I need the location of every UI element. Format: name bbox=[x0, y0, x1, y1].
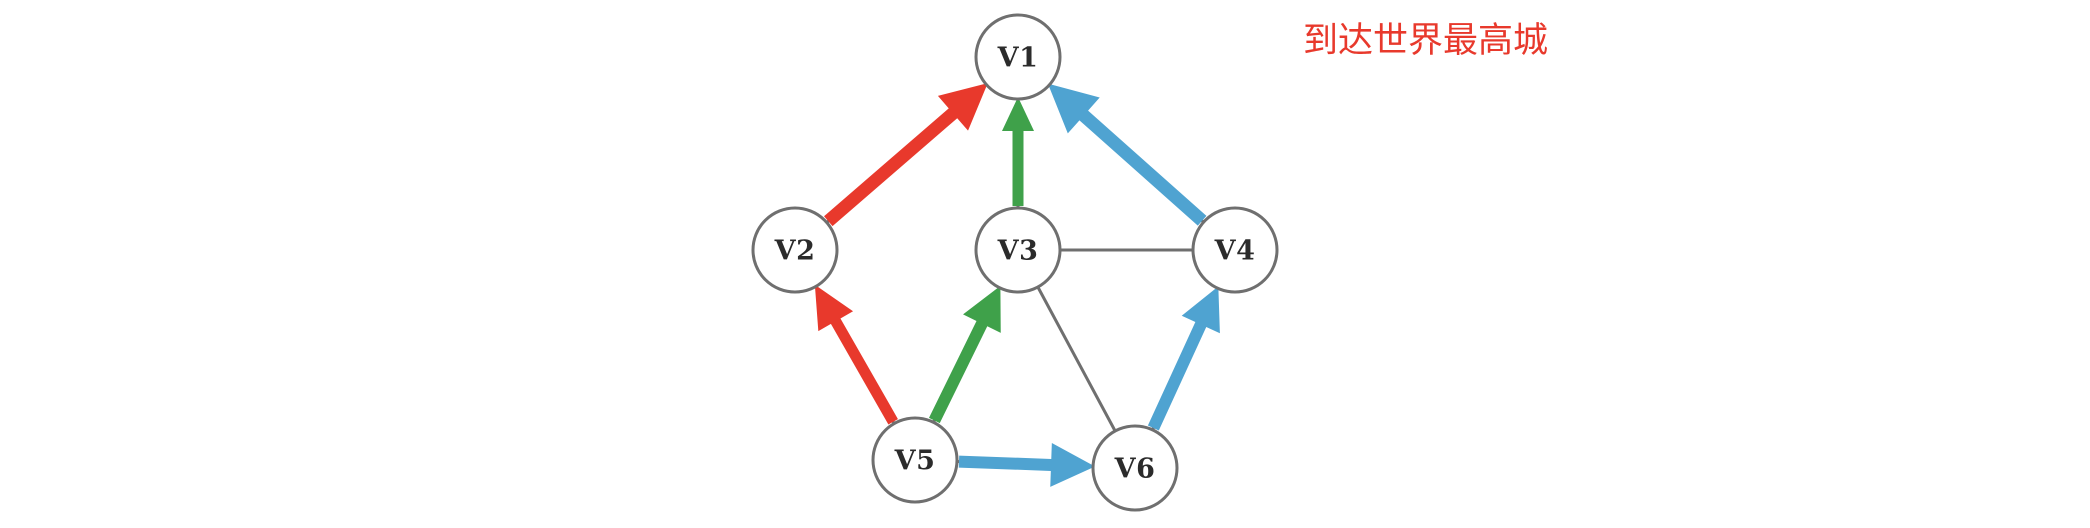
graph-edge bbox=[1036, 285, 1117, 433]
path-arrow-v5-to-v6 bbox=[958, 442, 1096, 487]
node-label-v4: V4 bbox=[1214, 236, 1256, 267]
graph-node-v6[interactable]: V6 bbox=[1091, 424, 1179, 512]
node-circle-v3 bbox=[974, 206, 1062, 294]
annotation-text: 到达世界最高城 bbox=[1303, 21, 1548, 61]
path-arrow-v5-to-v2 bbox=[814, 284, 898, 425]
graph-node-v2[interactable]: V2 bbox=[751, 206, 839, 294]
path-arrow-v5-to-v3 bbox=[928, 285, 1001, 424]
node-circle-v4 bbox=[1191, 206, 1279, 294]
node-label-v3: V3 bbox=[997, 236, 1039, 267]
node-label-v2: V2 bbox=[774, 236, 816, 267]
node-label-v5: V5 bbox=[894, 446, 936, 477]
graph-node-v3[interactable]: V3 bbox=[974, 206, 1062, 294]
path-arrow-v3-to-v1 bbox=[1002, 97, 1034, 206]
node-circle-v6 bbox=[1091, 424, 1179, 512]
node-label-v1: V1 bbox=[997, 43, 1039, 74]
graph-node-v1[interactable]: V1 bbox=[974, 13, 1062, 101]
node-circle-v5 bbox=[871, 416, 959, 504]
path-arrow-v4-to-v1 bbox=[1047, 83, 1207, 226]
node-label-v6: V6 bbox=[1114, 454, 1156, 485]
graph-node-v4[interactable]: V4 bbox=[1191, 206, 1279, 294]
node-circle-v1 bbox=[974, 13, 1062, 101]
node-circle-v2 bbox=[751, 206, 839, 294]
graph-node-v5[interactable]: V5 bbox=[871, 416, 959, 504]
path-arrow-v6-to-v4 bbox=[1147, 286, 1220, 431]
arrow-layer bbox=[814, 83, 1220, 487]
path-arrow-v2-to-v1 bbox=[824, 83, 988, 227]
